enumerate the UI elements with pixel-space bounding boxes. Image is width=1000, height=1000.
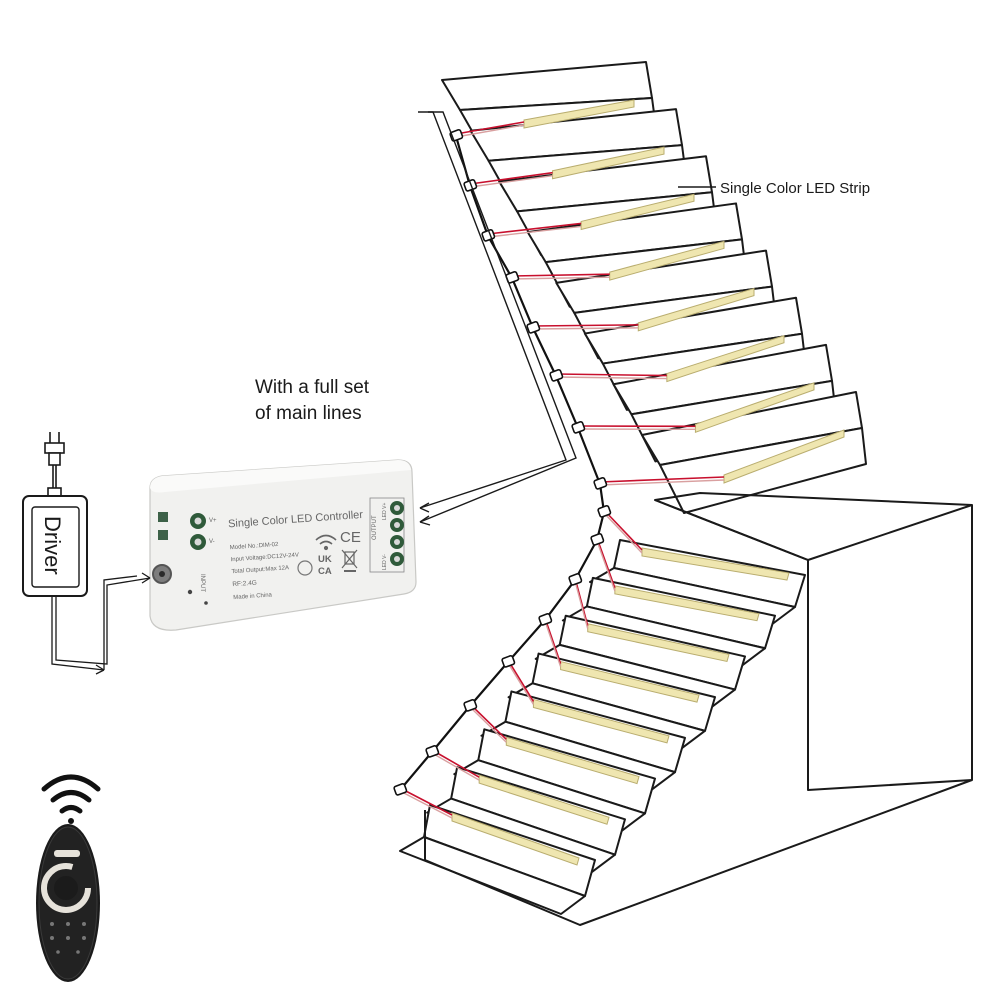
rf-frequency: RF:2.4G <box>232 579 257 588</box>
main-line-wiring <box>393 121 725 819</box>
model-number: Model No.:DIM-02 <box>230 542 280 551</box>
led-strip <box>666 335 785 383</box>
red-wire <box>544 617 562 664</box>
led-controller: V+ V- INPUT Single Color LED Controller … <box>149 459 417 631</box>
red-wire <box>511 273 610 277</box>
white-wire <box>544 620 562 667</box>
connector <box>571 421 586 434</box>
weee-bin-icon <box>341 549 358 572</box>
recycle-icon <box>297 560 313 576</box>
white-wire <box>596 540 616 592</box>
led-strip <box>560 660 700 703</box>
red-wire <box>507 659 535 702</box>
red-wire <box>599 476 725 483</box>
red-wire <box>455 121 525 135</box>
led-strip <box>505 736 640 785</box>
red-wire <box>555 373 667 377</box>
red-wire <box>431 749 480 778</box>
connector <box>597 505 612 518</box>
remote-control <box>36 824 100 982</box>
ukca-top: UK <box>318 554 332 565</box>
red-wire <box>487 222 582 235</box>
led-strip <box>451 812 580 866</box>
white-wire <box>511 276 610 280</box>
connector <box>463 699 478 712</box>
vent-slot <box>158 512 168 522</box>
input-v-minus-label: V- <box>209 539 215 545</box>
white-wire <box>507 662 535 705</box>
driver-cable <box>51 572 151 675</box>
total-output: Total Output:Max 12A <box>231 565 289 575</box>
wifi-icon <box>315 534 337 551</box>
made-in: Made in China <box>233 592 273 601</box>
white-wire <box>469 175 553 188</box>
white-wire <box>555 376 667 380</box>
landing-edge <box>654 499 973 561</box>
input-terminals: V+ V- <box>190 513 217 550</box>
output-label: OUTPUT <box>372 515 378 540</box>
connector <box>393 783 408 796</box>
led-minus-label: LED V- <box>382 554 388 570</box>
main-lines-label-line-1: With a full set <box>255 377 370 398</box>
stair-tread <box>399 836 586 915</box>
ukca-bottom: CA <box>318 566 332 577</box>
led-strip <box>532 698 670 744</box>
red-wire <box>574 577 589 626</box>
connector <box>568 573 583 586</box>
connector <box>593 477 608 490</box>
red-wire <box>603 509 643 551</box>
red-wire <box>469 171 553 185</box>
red-wire <box>469 703 507 740</box>
white-wire <box>532 327 639 330</box>
wireless-signal-icon <box>41 774 101 824</box>
connector <box>549 369 564 382</box>
led-strip <box>614 585 760 622</box>
led-strip <box>478 774 610 825</box>
white-wire <box>599 479 725 486</box>
output-cable <box>418 111 577 526</box>
output-terminals <box>390 501 404 566</box>
plug-icon <box>44 432 65 497</box>
connector <box>463 179 478 192</box>
vent-slot <box>158 530 168 540</box>
power-driver: Driver <box>22 432 151 675</box>
strip-label: Single Color LED Strip <box>720 180 870 197</box>
led-strip <box>641 547 790 581</box>
driver-label: Driver <box>40 516 65 575</box>
input-voltage: Input Voltage:DC12V-24V <box>230 552 299 563</box>
ce-mark: CE <box>340 529 361 546</box>
staircase <box>399 61 973 926</box>
red-wire <box>399 787 453 816</box>
white-wire <box>469 706 507 743</box>
main-lines-label-line-2: of main lines <box>255 403 362 424</box>
led-strip <box>587 623 730 663</box>
red-wire <box>596 537 616 589</box>
white-wire <box>455 124 525 138</box>
white-wire <box>487 225 582 238</box>
led-plus-label: LED V+ <box>382 503 388 520</box>
input-v-plus-label: V+ <box>209 518 217 524</box>
connector <box>526 321 541 334</box>
stair-base <box>424 779 973 926</box>
power-icon <box>54 850 80 857</box>
connector <box>425 745 440 758</box>
input-label: INPUT <box>199 574 205 592</box>
brightness-icon <box>41 863 91 913</box>
white-wire <box>399 790 453 819</box>
white-wire <box>574 580 589 629</box>
led-strip <box>694 382 815 433</box>
driver-box <box>22 495 88 597</box>
connector <box>501 655 516 668</box>
white-wire <box>431 752 480 781</box>
connector <box>590 533 605 546</box>
red-wire <box>532 324 639 327</box>
white-wire <box>603 512 643 554</box>
main-line <box>399 135 606 791</box>
connector <box>538 613 553 626</box>
